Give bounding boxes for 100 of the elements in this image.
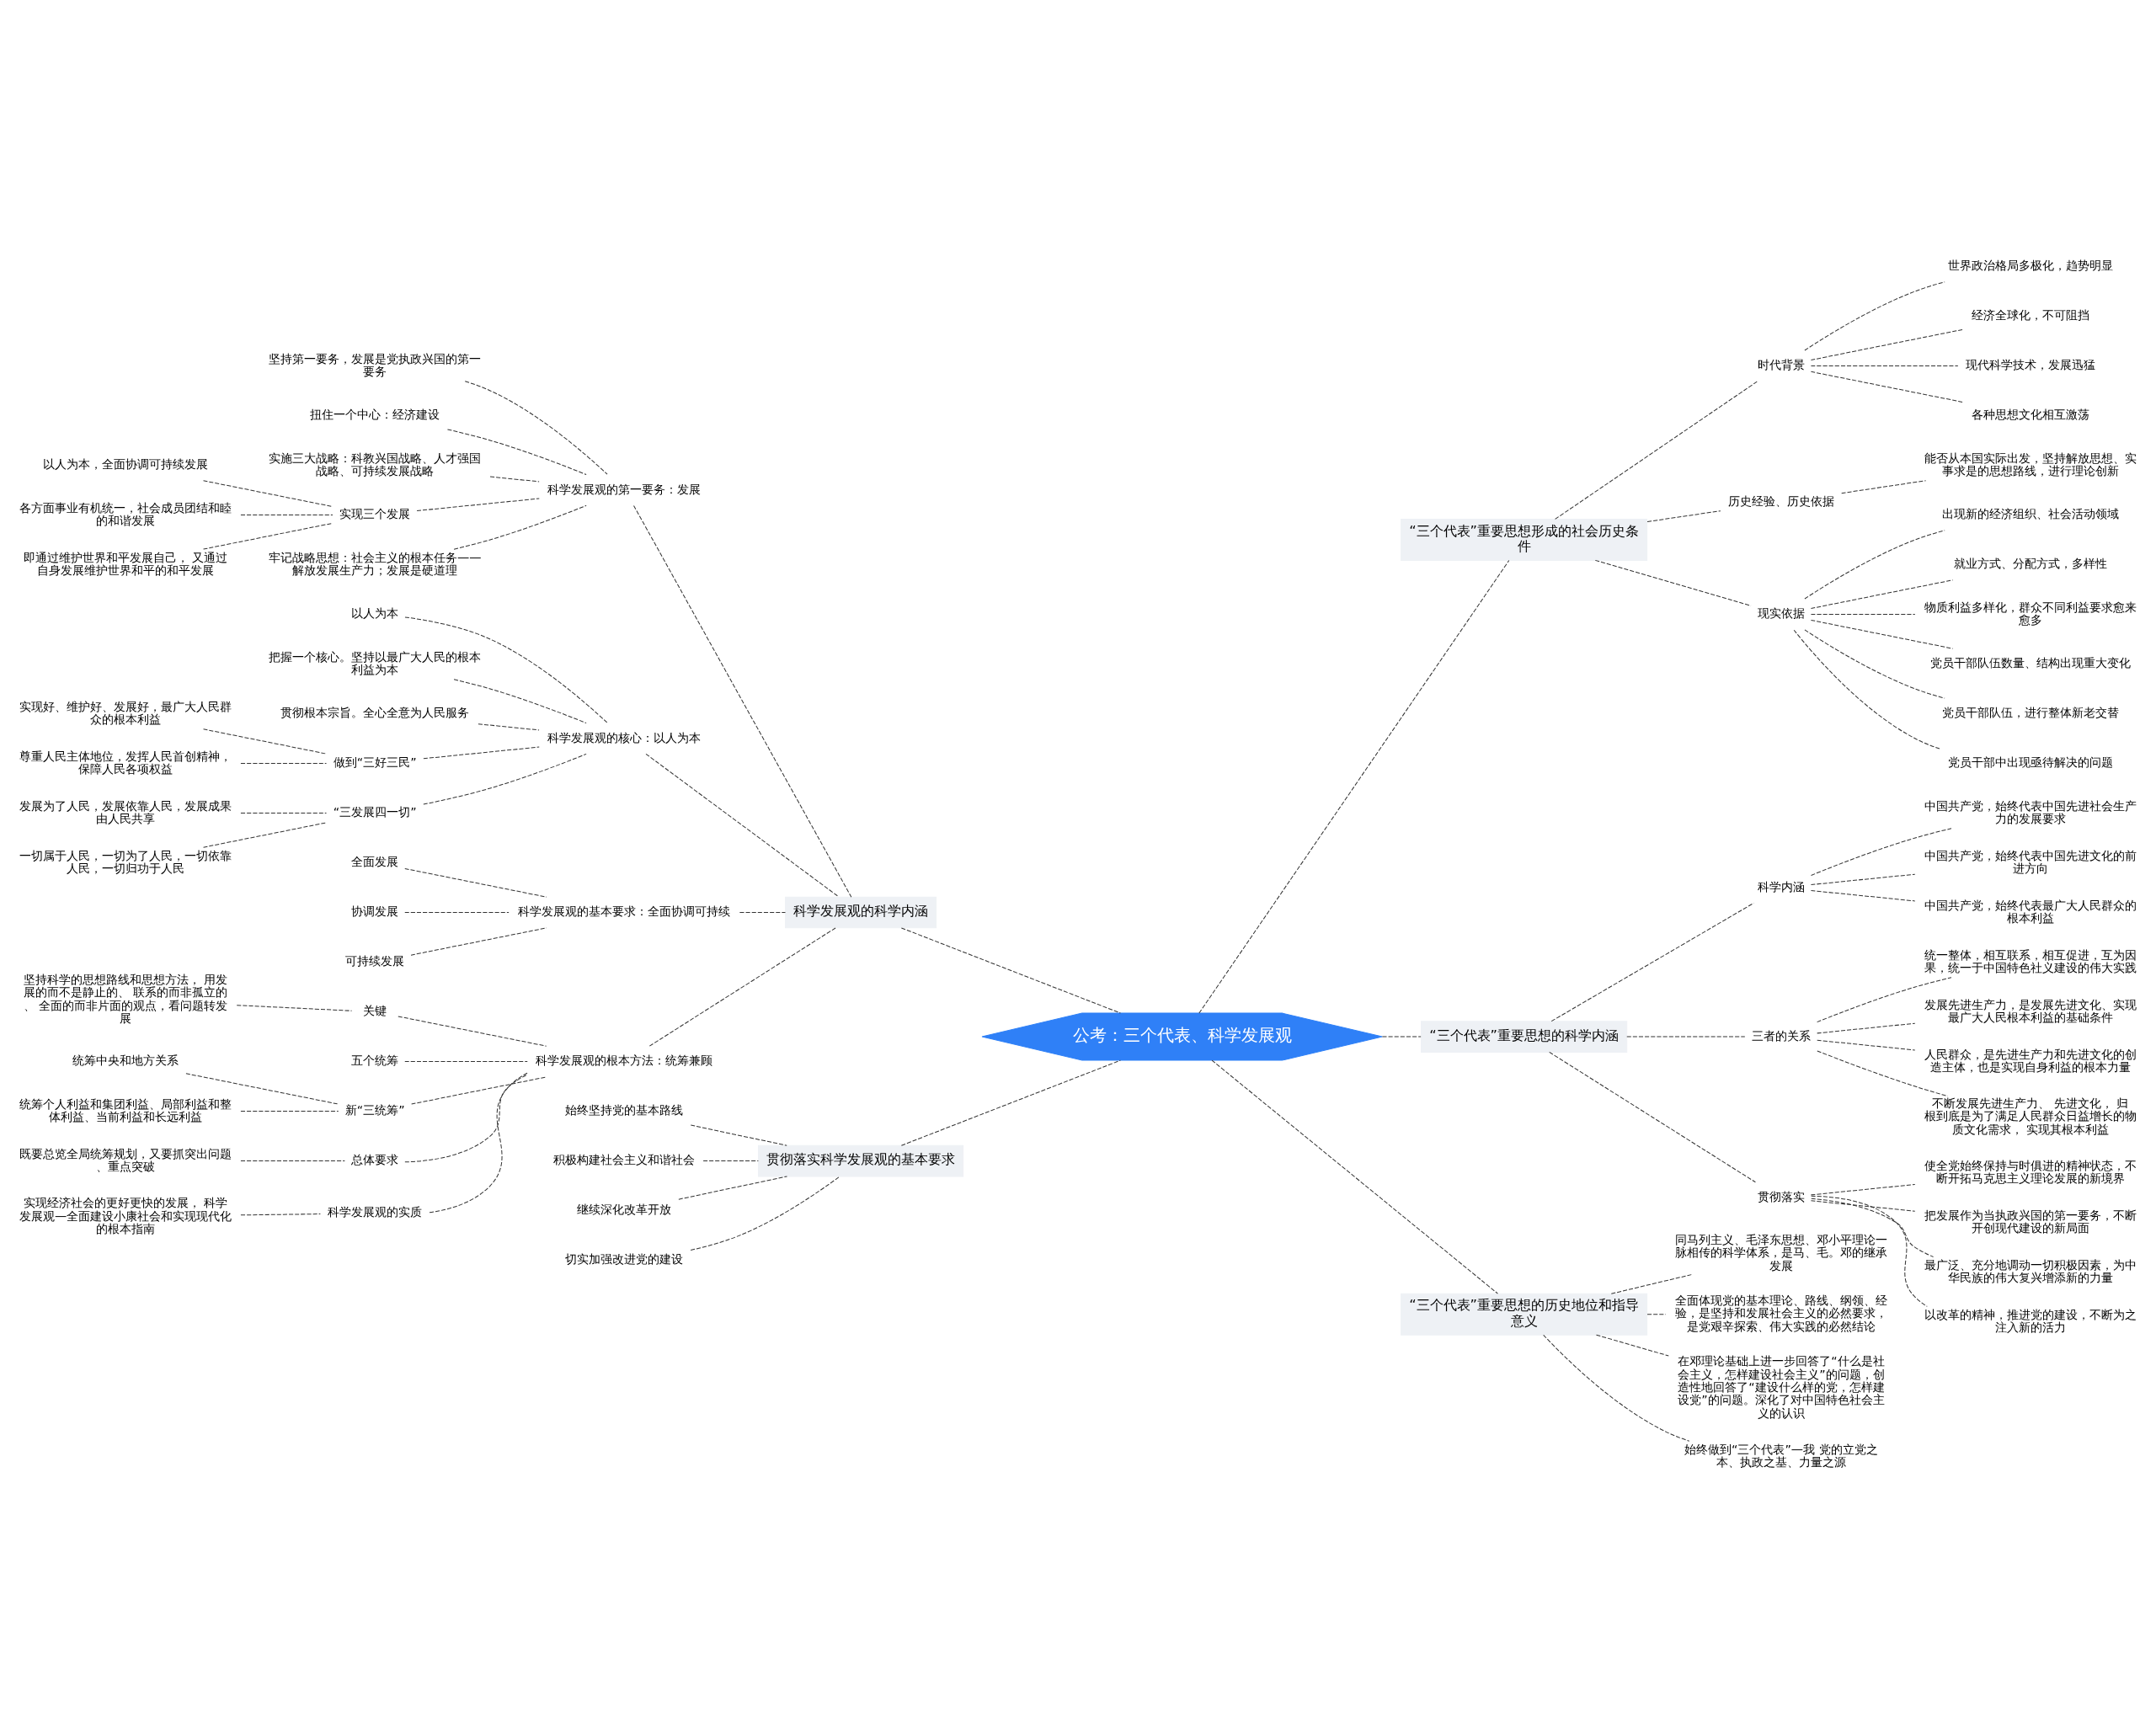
node-box: “三个代表”重要思想的历史地位和指导意义	[1401, 1293, 1648, 1336]
node-text: 发展为了人民，发展依靠人民，发展成果由人民共享	[19, 798, 232, 825]
node-text: 统筹个人利益和集团利益、局部利益和整体利益、当前利益和长远利益	[19, 1096, 232, 1123]
node-text: 党员干部队伍数量、结构出现重大变化	[1929, 656, 2131, 670]
connector	[423, 746, 540, 760]
node-text: 历史经验、历史依据	[1727, 493, 1834, 508]
connector	[1646, 1314, 1667, 1315]
node-text: 最广泛、充分地调动一切积极因素，为中华民族的伟大复兴增添新的力量	[1924, 1258, 2137, 1285]
node-text: 中国共产党，始终代表最广大人民群众的根本利益	[1924, 898, 2137, 925]
connector	[645, 753, 840, 898]
connector	[900, 927, 1121, 1014]
connector	[410, 927, 547, 956]
connector	[453, 679, 587, 724]
node-text: 现代科学技术，发展迅猛	[1965, 358, 2095, 372]
node-text: 以人为本，全面协调可持续发展	[43, 457, 209, 472]
connector	[1817, 977, 1952, 1023]
connector	[1804, 629, 1945, 699]
node-text: 切实加强改进党的建设	[565, 1252, 684, 1267]
connector	[236, 1005, 353, 1011]
node-text: 一切属于人民，一切为了人民，一切依靠人民，一切归功于人民	[19, 848, 232, 875]
node-text: 党员干部队伍，进行整体新老交替	[1941, 706, 2119, 720]
connector	[1595, 1334, 1669, 1357]
connector	[1810, 613, 1916, 615]
connector	[1810, 890, 1916, 902]
connector	[203, 522, 334, 550]
connector	[1810, 1200, 1916, 1212]
connector	[1810, 1184, 1916, 1196]
node-text: 现实依据	[1757, 606, 1805, 621]
connector	[404, 616, 608, 723]
node-text: 时代背景	[1757, 358, 1805, 372]
connector	[429, 1072, 528, 1214]
node-text: 实施三大战略：科教兴国战略、人才强国战略、可持续发展战略	[269, 451, 482, 477]
connector	[185, 1073, 339, 1105]
node-text: 就业方式、分配方式，多样性	[1953, 557, 2107, 571]
connector	[203, 822, 327, 848]
node-text: 党员干部中出现亟待解决的问题	[1947, 755, 2113, 770]
connector	[1817, 1022, 1916, 1034]
connector	[1810, 619, 1954, 649]
connector	[423, 753, 587, 805]
node-text: 牢记战略思想：社会主义的根本任务——解放发展生产力；发展是硬道理	[268, 550, 482, 577]
node-text: 积极构建社会主义和谐社会	[553, 1153, 696, 1167]
node-text: 科学发展观的第一要务：发展	[547, 482, 702, 496]
node-text: 协调发展	[351, 904, 399, 919]
connector	[1841, 480, 1927, 494]
node-text: 扭住一个中心：经济建设	[310, 408, 440, 422]
connector	[1550, 902, 1754, 1022]
node-text: 全面体现党的基本理论、路线、纲领、经验，是坚持和发展社会主义的必然要求，是党艰辛探索、伟大实践的必然结论	[1674, 1294, 1887, 1333]
node-text: 实现经济社会的更好更快的发展， 科学发展观—全面建设小康社会和实现现代化的根本指南	[19, 1196, 232, 1235]
connector	[1810, 873, 1916, 886]
node-text: 在邓理论基础上进一步回答了“什么是社会主义，怎样建设社会主义”的问题，创造性地回答了“建设什么样的党，怎样建设党”的问题。深化了对中国特色社会主义的认识	[1678, 1354, 1885, 1420]
connector	[678, 1176, 787, 1200]
node-text: 科学内涵	[1757, 879, 1805, 894]
connector	[203, 728, 327, 755]
node-text: 实现三个发展	[339, 507, 411, 521]
connector	[240, 1111, 339, 1112]
connector	[702, 1160, 759, 1162]
node-text: 出现新的经济组织、社会活动领域	[1941, 507, 2119, 521]
node-text: 坚持第一要务，发展是党执政兴国的第一要务	[269, 351, 482, 378]
connector	[240, 1160, 345, 1162]
connector	[1804, 530, 1945, 600]
node-text: 科学发展观的核心：以人为本	[547, 730, 702, 744]
node-box: 贯彻落实科学发展观的基本要求	[757, 1144, 964, 1177]
connector	[1804, 281, 1945, 351]
node-text: 既要总览全局统筹规划，又要抓突出问题、重点突破	[19, 1146, 232, 1173]
node-text: 把握一个核心。坚持以最广大人民的根本利益为本	[269, 649, 482, 676]
connector	[404, 867, 547, 898]
connector	[464, 381, 608, 475]
connector	[1811, 828, 1952, 876]
node-text: 经济全球化，不可阻挡	[1971, 308, 2089, 323]
node-text: 能否从本国实际出发，坚持解放思想、实事求是的思想路线，进行理论创新	[1924, 451, 2137, 477]
connector	[1555, 381, 1758, 520]
connector	[1610, 1273, 1693, 1294]
connector	[1549, 1051, 1756, 1183]
connector	[1198, 560, 1510, 1014]
node-text: 中国共产党，始终代表中国先进文化的前进方向	[1924, 848, 2137, 875]
connector	[404, 1074, 528, 1163]
connector	[404, 1061, 528, 1063]
node-text: 以人为本	[351, 606, 399, 621]
node-text: 世界政治格局多极化，趋势明显	[1947, 259, 2113, 273]
node-text: 继续深化改革开放	[577, 1203, 672, 1217]
connector	[416, 498, 540, 512]
node-text: 坚持科学的思想路线和思想方法， 用发展的而不是静止的、 联系的而非孤立的、 全面的而非片面的观点，看问题转发展	[23, 973, 228, 1025]
node-text: 把发展作为当执政兴国的第一要务，不断开创现代建设的新局面	[1924, 1208, 2137, 1235]
connector	[690, 1124, 787, 1146]
node-text: 贯彻落实	[1757, 1190, 1805, 1204]
node-text: 始终做到“三个代表”—我 党的立党之本、执政之基、力量之源	[1684, 1442, 1878, 1470]
connector	[633, 504, 852, 898]
connector	[739, 912, 786, 914]
connector	[411, 1076, 547, 1105]
node-text: 中国共产党，始终代表中国先进社会生产力的发展要求	[1924, 798, 2137, 825]
connector	[240, 514, 334, 515]
node-text: 使全党始终保持与时俱进的精神状态，不断开拓马克思主义理论发展的新境界	[1924, 1158, 2137, 1186]
connector	[1810, 365, 1959, 366]
connector	[1646, 510, 1721, 522]
node-text: 尊重人民主体地位，发挥人民首创精神，保障人民各项权益	[19, 749, 232, 776]
node-text: 发展先进生产力，是发展先进文化、实现最广大人民根本利益的基础条件	[1924, 997, 2137, 1024]
node-text: 新“三统筹”	[344, 1103, 405, 1118]
node-box: “三个代表”重要思想的科学内涵	[1421, 1021, 1628, 1053]
node-text: 科学发展观的基本要求：全面协调可持续	[518, 904, 731, 919]
node-text: 各种思想文化相互激荡	[1971, 408, 2089, 422]
